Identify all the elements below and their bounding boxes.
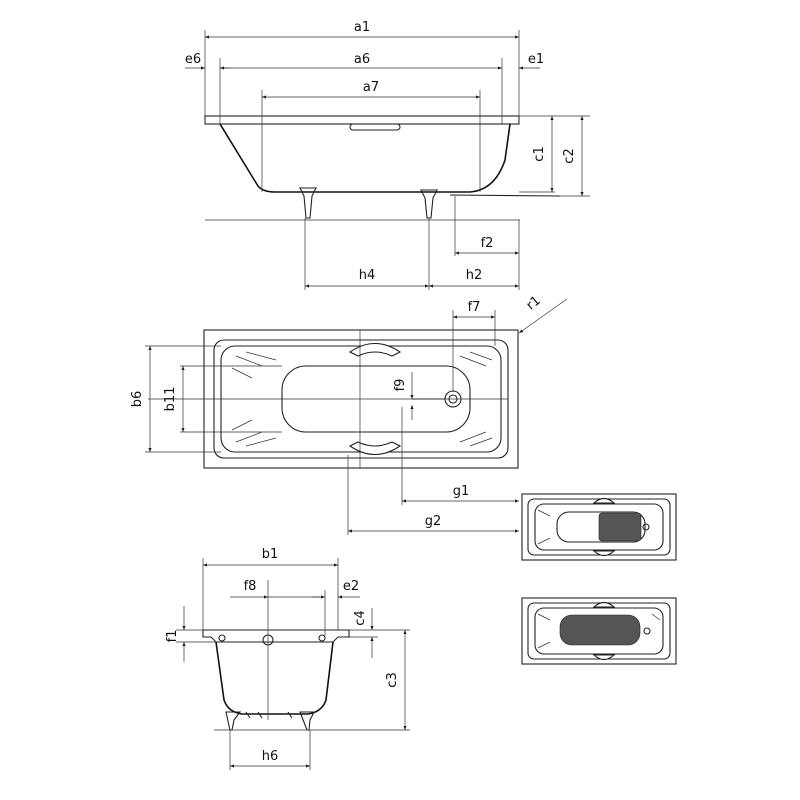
variant-view-grate-wide	[521, 597, 677, 665]
label-c3: c3	[385, 672, 400, 687]
label-c4: c4	[353, 610, 368, 625]
label-c2: c2	[562, 148, 577, 163]
label-f7: f7	[468, 300, 481, 315]
label-a6: a6	[354, 52, 370, 67]
label-f8: f8	[244, 579, 257, 594]
label-r1: r1	[524, 293, 544, 313]
label-f2: f2	[481, 236, 494, 251]
end-view: b1 f8 e2 f1 c4 c3 h6	[165, 547, 410, 770]
label-e6: e6	[185, 52, 201, 67]
label-f9: f9	[393, 379, 408, 392]
label-h4: h4	[359, 268, 376, 283]
label-h6: h6	[262, 749, 279, 764]
label-e2: e2	[343, 579, 359, 594]
label-b6: b6	[130, 391, 145, 408]
label-a7: a7	[363, 80, 379, 95]
top-view: b6 b11 f7 r1 f9 g1 g2	[130, 293, 568, 535]
label-b11: b11	[163, 387, 178, 412]
label-g2: g2	[425, 514, 442, 529]
label-h2: h2	[466, 268, 483, 283]
variant-view-grate-right	[521, 493, 677, 561]
label-f1: f1	[165, 630, 180, 643]
label-e1: e1	[528, 52, 544, 67]
label-a1: a1	[354, 20, 370, 35]
label-b1: b1	[262, 547, 279, 562]
side-view: a1 a6 e6 e1 a7 c1 c2 f2 h4 h2	[185, 20, 590, 290]
label-g1: g1	[453, 484, 470, 499]
label-c1: c1	[532, 146, 547, 161]
